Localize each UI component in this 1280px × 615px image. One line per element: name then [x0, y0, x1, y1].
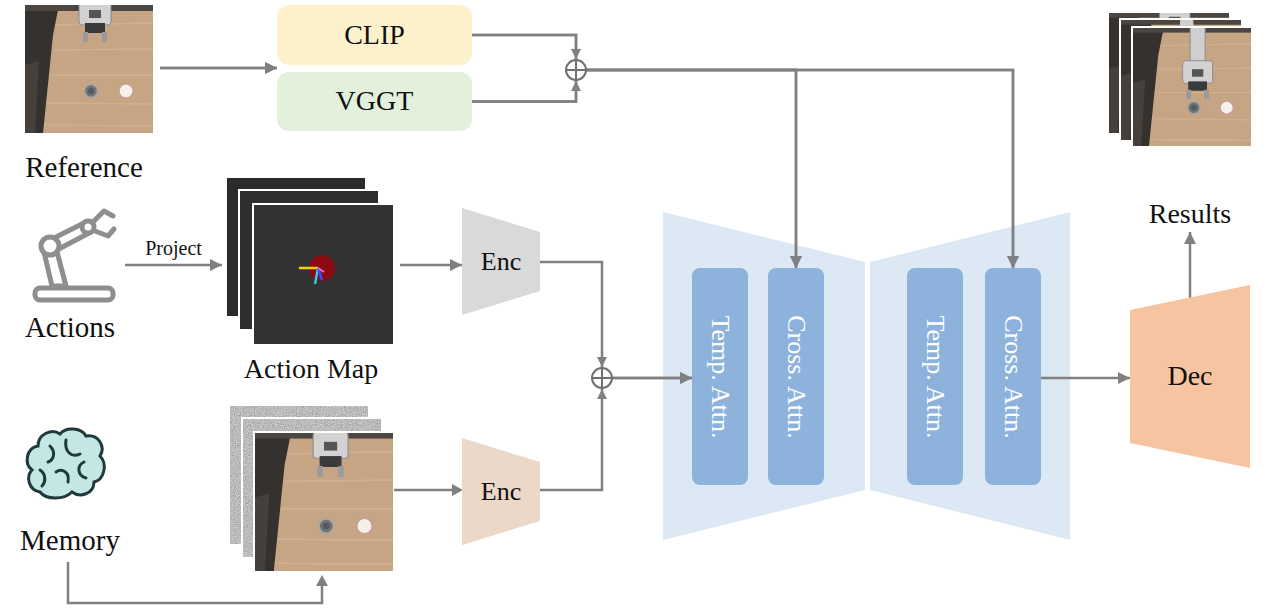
node-label: Cross. Attn. [998, 315, 1028, 439]
figure-label: Results [1149, 198, 1231, 230]
encoder-trapezoid: Enc [462, 438, 540, 545]
attention-block: Cross. Attn. [768, 268, 824, 485]
decoder-trapezoid: Dec [1130, 285, 1250, 468]
encoder-trapezoid: Enc [462, 208, 540, 315]
trapezoid-fill [462, 208, 540, 315]
connector-arrow [472, 70, 1013, 268]
connector-arrow [540, 262, 692, 378]
sum-symbol [566, 49, 586, 91]
image-node: Reference [8, 4, 160, 184]
node-label: Temp. Attn. [920, 315, 950, 438]
memory-line [68, 562, 328, 603]
trapezoid-fill [1130, 285, 1250, 468]
connector-arrow [540, 378, 692, 490]
node-label: Cross. Attn. [781, 315, 811, 439]
node-label: Enc [481, 477, 521, 507]
frames-arrow [394, 484, 463, 496]
action-map-stack [226, 177, 394, 345]
connector-arrow [1189, 232, 1192, 298]
connector-arrow [125, 264, 222, 267]
attention-block: Temp. Attn. [907, 268, 963, 485]
figure-label: Memory [20, 524, 120, 557]
figure-label: Actions [25, 311, 115, 344]
node-label: Dec [1167, 360, 1212, 392]
robot-arm-icon [35, 211, 114, 300]
image-node: Action Map [222, 175, 400, 385]
connector-arrow [160, 67, 277, 70]
sum-symbol [592, 357, 612, 399]
icon-node: Memory [5, 425, 135, 557]
reference-image [25, 1, 153, 133]
icon-node: Actions [15, 212, 125, 344]
connector-arrow [160, 67, 277, 70]
node-label: VGGT [336, 85, 414, 117]
brain-icon [27, 429, 104, 498]
figure-label: Action Map [244, 353, 379, 385]
attention-block: Temp. Attn. [692, 268, 748, 485]
noisy-frame-stack [229, 405, 394, 572]
unet-encoder [663, 212, 865, 540]
connector-arrow [472, 35, 1013, 268]
edge-label: Project [143, 237, 204, 260]
connector-arrow [1041, 377, 1130, 380]
figure-label: Reference [25, 151, 143, 184]
node-label: CLIP [344, 19, 405, 51]
encoder-box: VGGT [277, 72, 472, 131]
node-label: Temp. Attn. [705, 315, 735, 438]
unet-decoder [870, 212, 1070, 540]
image-node: Results [1118, 8, 1262, 230]
trapezoid-fill [462, 438, 540, 545]
connector-arrow [400, 264, 462, 267]
node-label: Enc [481, 247, 521, 277]
attention-block: Cross. Attn. [985, 268, 1041, 485]
encoder-box: CLIP [277, 5, 472, 65]
results-stack [1108, 8, 1252, 147]
